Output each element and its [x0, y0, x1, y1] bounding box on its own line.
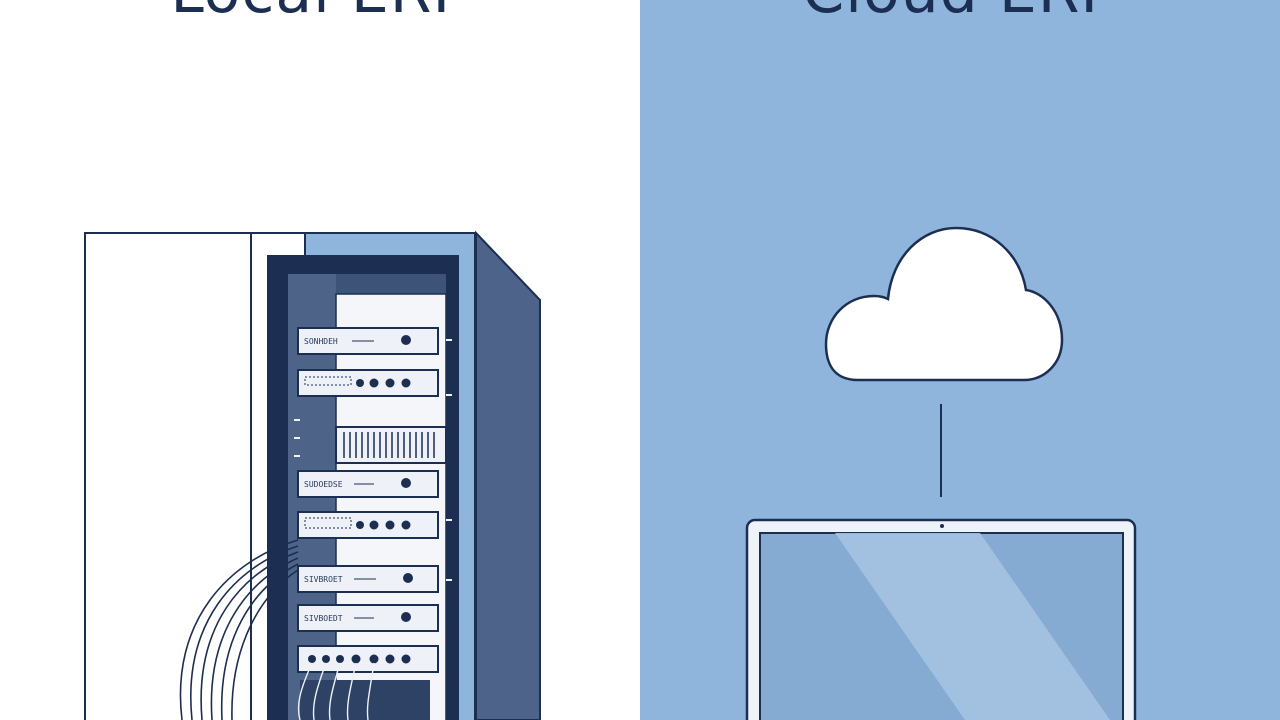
rack-unit [297, 369, 439, 397]
cloud-erp-title: Cloud ERP [640, 0, 1280, 22]
rack-unit [297, 645, 439, 673]
cable-port-block [300, 680, 430, 720]
local-erp-title: Local ERP [0, 0, 640, 22]
cloud-erp-panel: Cloud ERP [640, 0, 1280, 720]
unit-label: SIVBROET [304, 575, 343, 584]
unit-label: SONHDEH [304, 337, 338, 346]
rack-unit: SONHDEH [297, 327, 439, 355]
rack-unit: SIVBOEDT [297, 604, 439, 632]
cloud-illustration [745, 226, 1137, 720]
rack-vent-unit [335, 426, 447, 464]
camera-dot [940, 524, 944, 528]
rack-unit [297, 511, 439, 539]
screen-glare [835, 533, 1110, 720]
server-rack-illustration: SONHDEH [84, 230, 541, 720]
rack-unit: SIVBROET [297, 565, 439, 593]
inner-cables [297, 662, 375, 720]
unit-label: SUDOEDSE [304, 480, 343, 489]
rack-side [475, 230, 541, 720]
unit-label: SIVBOEDT [304, 614, 343, 623]
cable-bundle [179, 539, 299, 720]
rack-rail-markers [294, 339, 452, 581]
rack-unit: SUDOEDSE [297, 470, 439, 498]
local-erp-panel: Local ERP SONHDEH [0, 0, 640, 720]
cloud-icon [824, 226, 1064, 382]
